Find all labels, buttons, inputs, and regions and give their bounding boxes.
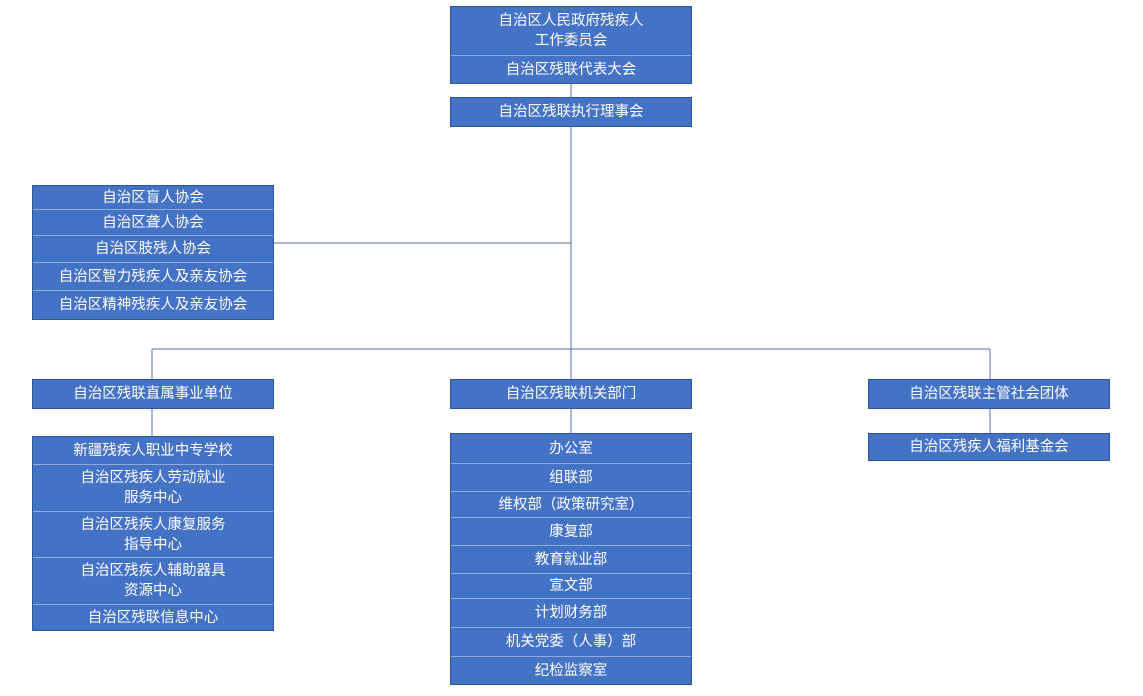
direct-unit-item: 自治区残疾人康复服务 指导中心 (33, 511, 273, 557)
social-groups-header-box: 自治区残联主管社会团体 (868, 379, 1110, 409)
department-item: 组联部 (451, 463, 691, 491)
executive-council-label: 自治区残联执行理事会 (498, 104, 644, 120)
executive-council-box: 自治区残联执行理事会 (450, 97, 692, 127)
department-item: 教育就业部 (451, 545, 691, 573)
direct-unit-item: 自治区残联信息中心 (33, 604, 273, 630)
association-item: 自治区精神残疾人及亲友协会 (33, 290, 273, 319)
departments-list-box: 办公室 组联部 维权部（政策研究室） 康复部 教育就业部 宣文部 计划财务部 机… (450, 433, 692, 685)
department-item: 计划财务部 (451, 598, 691, 627)
congress-label: 自治区残联代表大会 (451, 55, 691, 83)
social-groups-list-box: 自治区残疾人福利基金会 (868, 433, 1110, 461)
associations-box: 自治区盲人协会 自治区聋人协会 自治区肢残人协会 自治区智力残疾人及亲友协会 自… (32, 185, 274, 320)
department-item: 机关党委（人事）部 (451, 627, 691, 656)
association-item: 自治区智力残疾人及亲友协会 (33, 262, 273, 290)
department-item: 办公室 (549, 440, 593, 457)
department-item: 宣文部 (451, 573, 691, 598)
association-item: 自治区肢残人协会 (33, 235, 273, 262)
association-item: 自治区盲人协会 (102, 189, 204, 206)
committee-label: 自治区人民政府残疾人 工作委员会 (498, 13, 644, 49)
social-groups-header: 自治区残联主管社会团体 (909, 386, 1069, 402)
direct-units-header-box: 自治区残联直属事业单位 (32, 379, 274, 409)
departments-header: 自治区残联机关部门 (505, 386, 637, 402)
department-item: 康复部 (451, 517, 691, 545)
direct-unit-item: 新疆残疾人职业中专学校 (73, 442, 233, 459)
association-item: 自治区聋人协会 (33, 209, 273, 235)
direct-units-list-box: 新疆残疾人职业中专学校 自治区残疾人劳动就业 服务中心 自治区残疾人康复服务 指… (32, 436, 274, 631)
social-group-item: 自治区残疾人福利基金会 (909, 439, 1069, 455)
direct-units-header: 自治区残联直属事业单位 (73, 386, 233, 402)
committee-congress-box: 自治区人民政府残疾人 工作委员会 自治区残联代表大会 (450, 6, 692, 84)
departments-header-box: 自治区残联机关部门 (450, 379, 692, 409)
department-item: 维权部（政策研究室） (451, 491, 691, 517)
direct-unit-item: 自治区残疾人劳动就业 服务中心 (33, 464, 273, 511)
department-item: 纪检监察室 (451, 656, 691, 684)
direct-unit-item: 自治区残疾人辅助器具 资源中心 (33, 557, 273, 604)
